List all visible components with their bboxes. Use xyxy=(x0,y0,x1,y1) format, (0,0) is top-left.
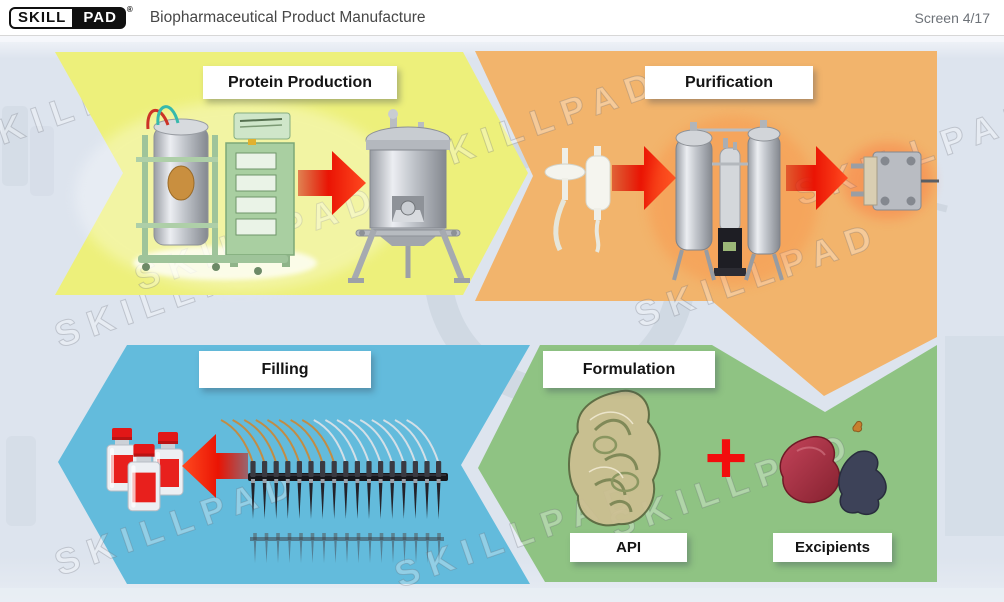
stage-label-api: API xyxy=(570,533,687,562)
registered-mark: ® xyxy=(126,4,133,14)
vial xyxy=(127,444,161,512)
stage-label-protein-production: Protein Production xyxy=(203,66,397,99)
chevron-filling xyxy=(58,345,530,584)
plus-icon: + xyxy=(704,416,748,499)
stage-label-purification: Purification xyxy=(645,66,813,99)
flow-arrow-right-icon xyxy=(786,146,848,210)
stage-label-filling: Filling xyxy=(199,351,371,388)
screen-indicator: Screen 4/17 xyxy=(914,9,991,26)
api-molecule-blob xyxy=(568,389,661,527)
process-flow-diagram: SKILLPAD SKILLPAD SKILLPAD SKILLPAD SKIL… xyxy=(0,36,1004,602)
excipient-red-blob xyxy=(779,436,841,504)
logo-pad-segment: PAD xyxy=(74,6,126,29)
vial xyxy=(106,428,138,492)
stage-label-excipients: Excipients xyxy=(773,533,892,562)
chromatography-columns xyxy=(672,120,784,281)
excipient-navy-blob xyxy=(838,450,887,516)
plate-heat-exchanger xyxy=(851,151,939,211)
bioreactor-unit xyxy=(133,105,317,280)
stage-label-formulation: Formulation xyxy=(543,351,715,388)
filling-needle-manifold xyxy=(220,419,448,563)
skillpad-logo: SKILL PAD ® xyxy=(9,4,133,29)
header-bar: SKILL PAD ® Biopharmaceutical Product Ma… xyxy=(0,0,1004,36)
vials-ghost xyxy=(2,106,54,526)
excipient-speck xyxy=(852,421,863,433)
flow-arrow-right-icon xyxy=(298,151,366,215)
flow-arrow-left-icon xyxy=(182,434,248,498)
slide-stage: SKILLPAD SKILLPAD SKILLPAD SKILLPAD SKIL… xyxy=(0,36,1004,602)
steel-tank xyxy=(348,109,470,283)
product-vials xyxy=(106,428,184,512)
filter-capsules xyxy=(544,146,611,253)
page-title: Biopharmaceutical Product Manufacture xyxy=(149,8,426,26)
logo-skill-segment: SKILL xyxy=(9,6,75,29)
